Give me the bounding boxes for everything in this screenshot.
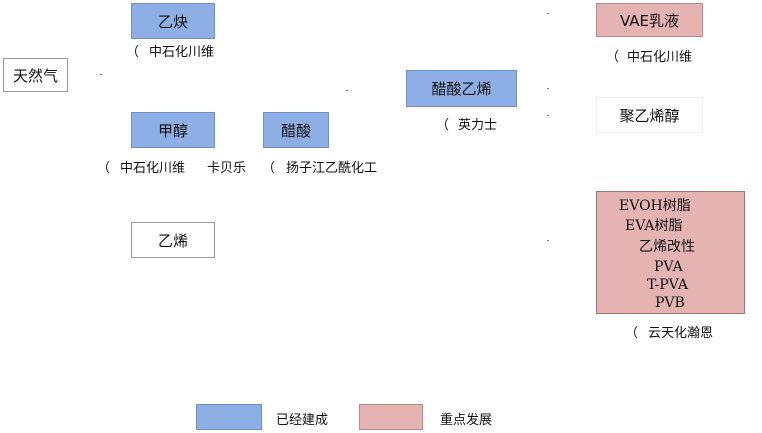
vinyl-acetate-box: 醋酸乙烯: [406, 70, 517, 107]
ethylene-box: 乙烯: [131, 222, 215, 258]
paren-mark: （: [97, 161, 111, 176]
legend-key-swatch: [359, 404, 423, 430]
acetylene-label: 乙炔: [157, 12, 188, 31]
pva-label: 聚乙烯醇: [619, 106, 680, 125]
acetic-acid-label: 醋酸: [280, 121, 311, 140]
legend-key-label: 重点发展: [440, 413, 493, 428]
acetylene-company-note: 中石化川维: [149, 45, 215, 60]
product-item: EVOH树脂: [619, 198, 691, 214]
paren-mark: （: [126, 45, 140, 60]
natural-gas-label: 天然气: [12, 66, 58, 85]
product-item: EVA树脂: [625, 218, 683, 234]
connector-stub: [547, 115, 549, 116]
products-box: EVOH树脂 EVA树脂 乙烯改性 PVA T-PVA PVB: [596, 191, 745, 314]
paren-mark: （: [606, 50, 620, 65]
legend-built-label: 已经建成: [276, 413, 329, 428]
product-item: PVA: [654, 259, 683, 275]
pva-box: 聚乙烯醇: [596, 97, 703, 133]
products-company-note: 云天化瀚恩: [648, 326, 714, 341]
paren-mark: （: [625, 326, 639, 341]
natural-gas-box: 天然气: [3, 58, 68, 92]
legend-built-swatch: [196, 404, 262, 430]
acetic-acid-company-note: 扬子江乙酰化工: [286, 161, 378, 176]
product-item: T-PVA: [647, 277, 688, 293]
connector-stub: [100, 74, 102, 75]
connector-stub: [547, 88, 549, 89]
paren-mark: （: [262, 161, 276, 176]
vae-emulsion-box: VAE乳液: [596, 3, 703, 37]
methanol-box: 甲醇: [131, 112, 215, 148]
connector-stub: [547, 13, 549, 14]
product-item: 乙烯改性: [639, 239, 695, 255]
paren-mark: （: [436, 118, 450, 133]
vae-emulsion-label: VAE乳液: [619, 11, 680, 30]
connector-stub: [346, 90, 348, 91]
vinyl-acetate-label: 醋酸乙烯: [431, 80, 492, 98]
methanol-label: 甲醇: [157, 121, 188, 140]
ethylene-label: 乙烯: [157, 231, 188, 250]
methanol-company-note-1: 中石化川维: [120, 161, 186, 176]
vinyl-acetate-company-note: 英力士: [458, 118, 498, 133]
methanol-company-note-2: 卡贝乐: [207, 161, 247, 176]
connector-stub: [547, 240, 549, 241]
acetylene-box: 乙炔: [131, 3, 215, 39]
vae-company-note: 中石化川维: [627, 50, 693, 65]
acetic-acid-box: 醋酸: [263, 112, 329, 148]
product-item: PVB: [655, 295, 685, 311]
